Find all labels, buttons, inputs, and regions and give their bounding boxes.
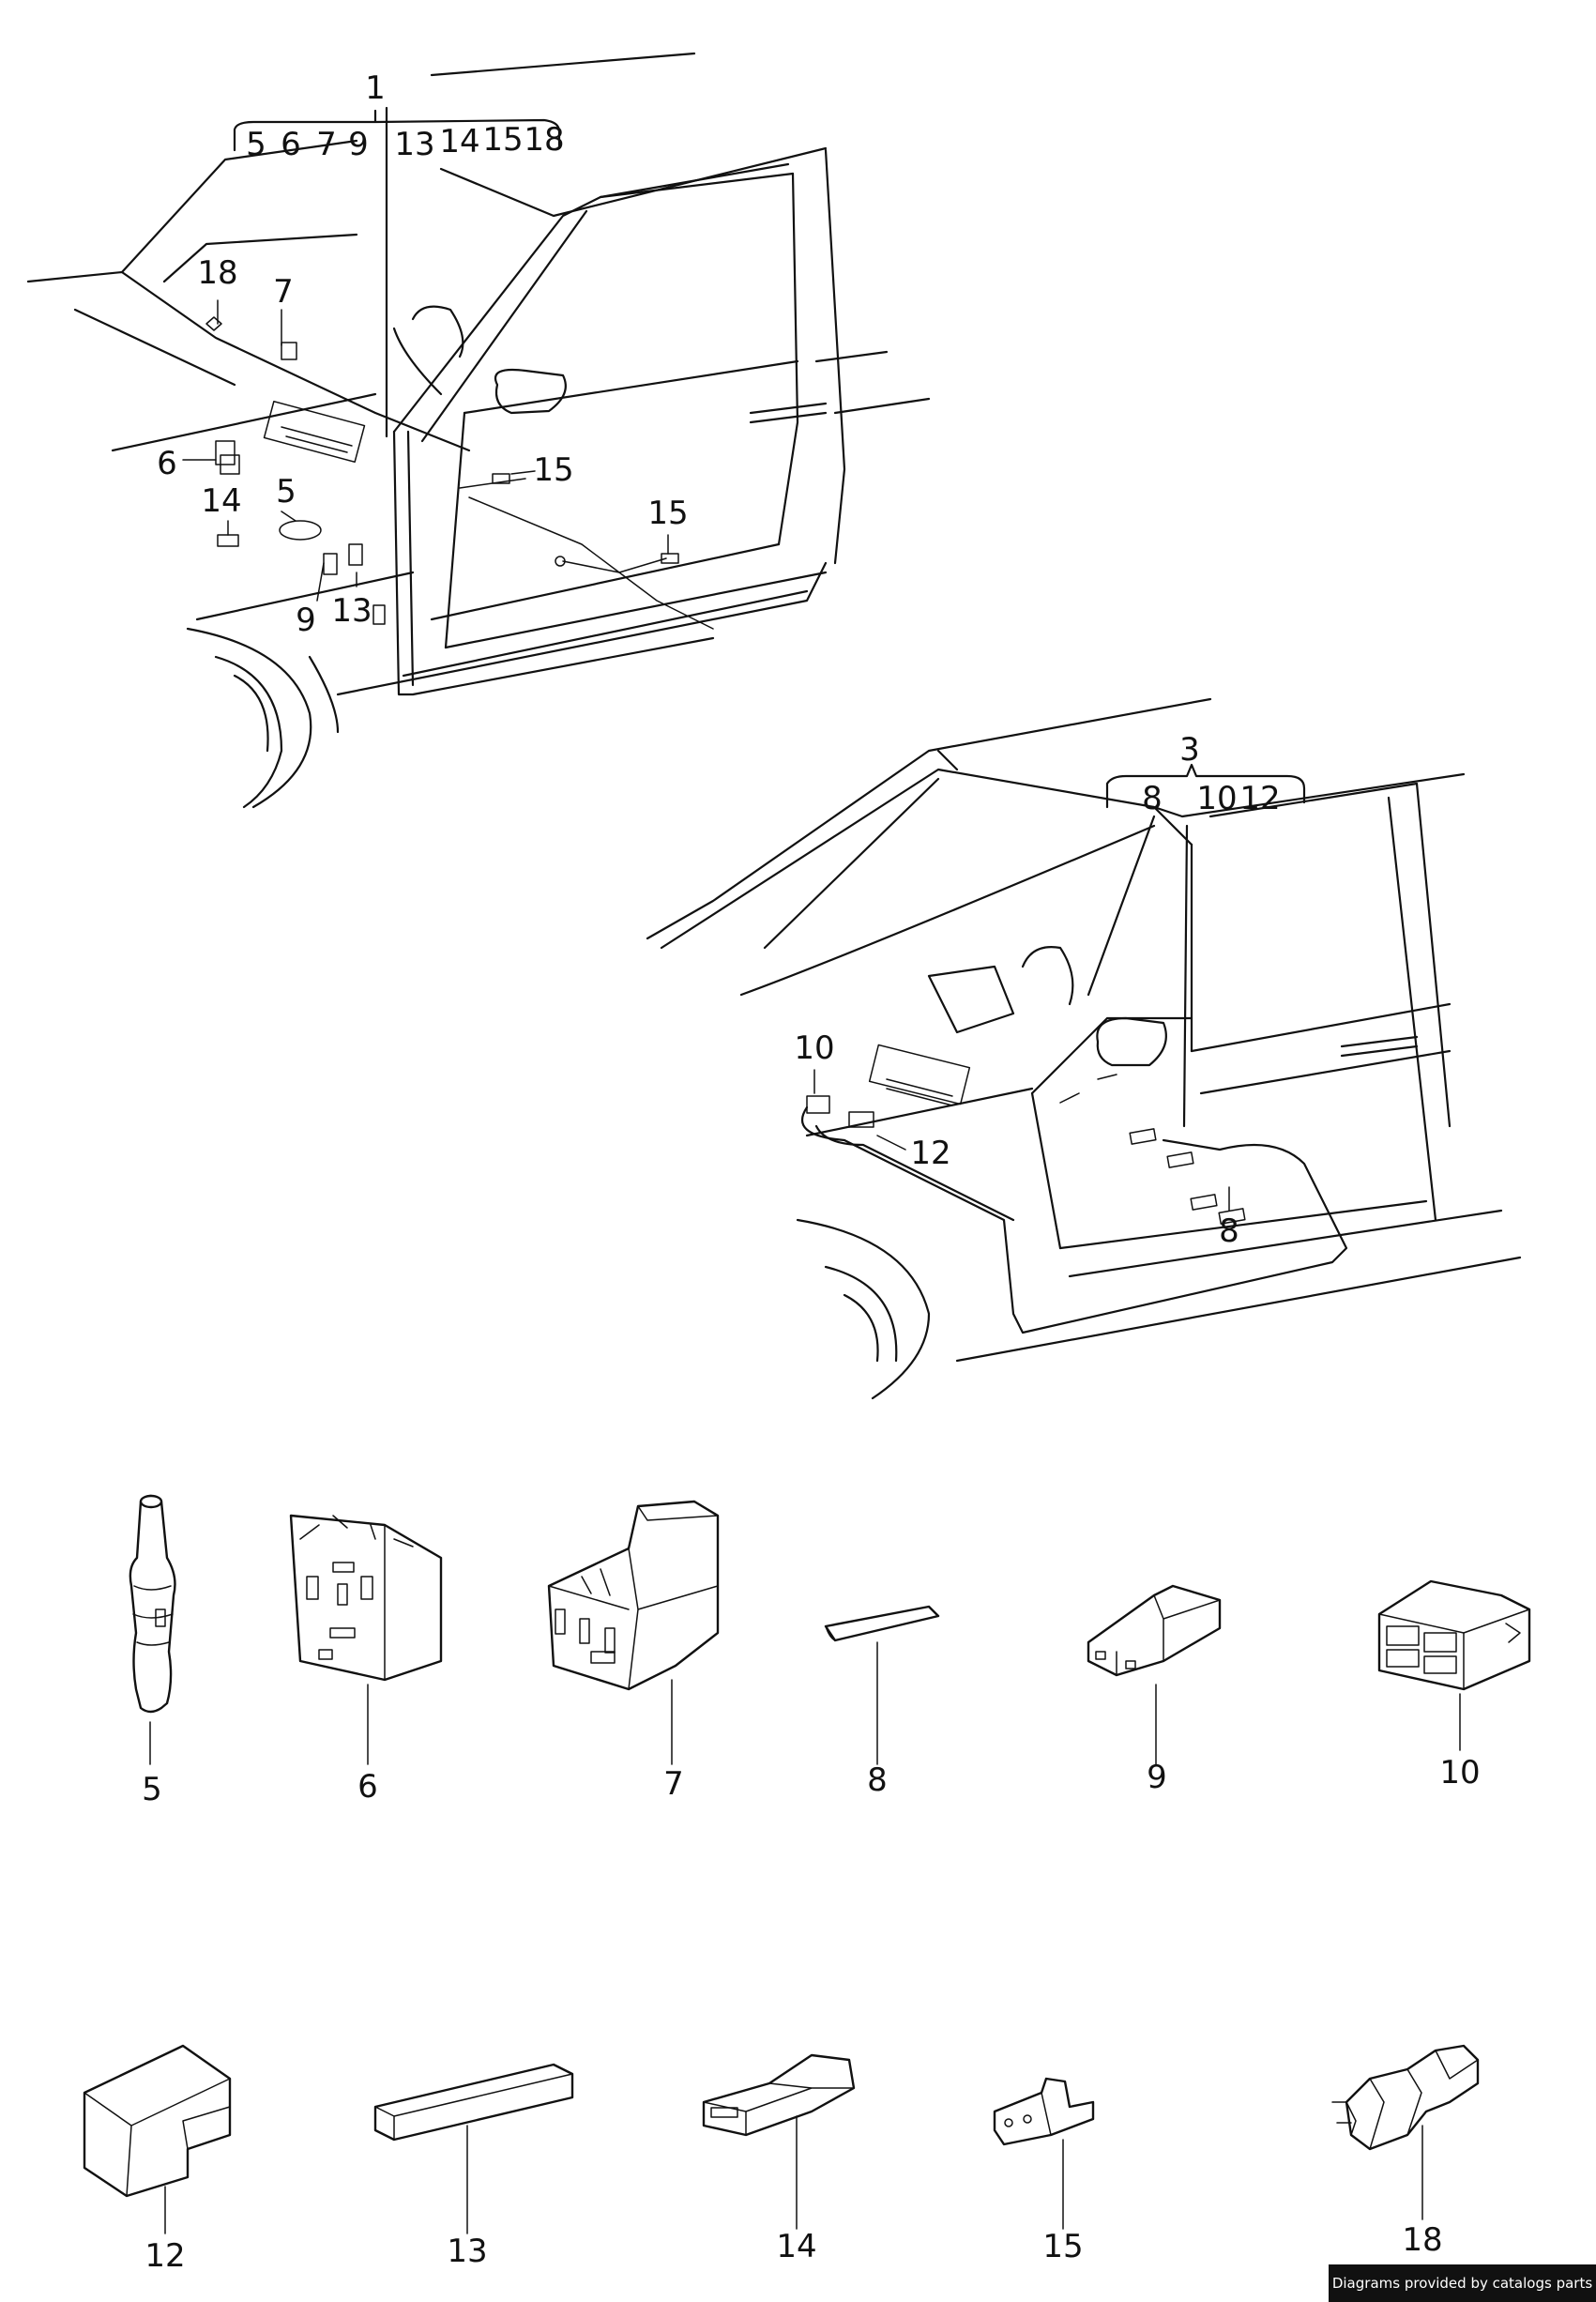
callout-labels: 1 5 6 7 9 13 14 15 18 18 7 6 5 14 9 13 1…: [157, 69, 1280, 1250]
callout-5: 5: [276, 473, 296, 511]
car-view-2: [646, 697, 1522, 1400]
part-label: 8: [867, 1761, 888, 1799]
callout-10: 10: [794, 1029, 834, 1067]
callout-8: 8: [1219, 1212, 1239, 1250]
group-1-item: 18: [524, 121, 564, 159]
part-number-labels: 5 6 7 8 9 10 12 13 14 15 18: [142, 1754, 1480, 2275]
part-5-fuse-holder[interactable]: [129, 1494, 176, 1765]
part-label: 9: [1147, 1759, 1167, 1796]
callout-7: 7: [273, 273, 294, 311]
part-9-two-pin-plug[interactable]: [1087, 1584, 1222, 1765]
group-1-number: 1: [365, 69, 386, 107]
callout-13: 13: [331, 592, 372, 630]
group-1-item: 7: [316, 126, 337, 163]
part-label: 15: [1042, 2228, 1083, 2265]
footer-credit: Diagrams provided by catalogs parts: [1329, 2264, 1596, 2302]
part-10-four-pin-connector[interactable]: [1377, 1579, 1531, 1751]
callout-9: 9: [296, 602, 316, 639]
part-8-terminal-sleeve[interactable]: [824, 1605, 940, 1765]
callout-18: 18: [197, 254, 237, 292]
part-6-relay-socket[interactable]: [289, 1514, 443, 1765]
group-3-item: 10: [1196, 780, 1237, 817]
group-1-item: 13: [394, 126, 434, 163]
part-7-relay-housing[interactable]: [547, 1500, 720, 1765]
group-1-item: 5: [246, 126, 266, 163]
part-label: 10: [1439, 1754, 1480, 1791]
callout-6: 6: [157, 445, 177, 482]
part-14-flat-housing[interactable]: [702, 2053, 856, 2230]
car-view-1: [26, 52, 931, 809]
part-label: 6: [357, 1768, 378, 1806]
callout-14: 14: [201, 482, 241, 520]
group-3-item: 8: [1142, 780, 1163, 817]
part-12-connector-housing[interactable]: [83, 2044, 232, 2234]
part-label: 13: [447, 2233, 487, 2270]
group-1-item: 9: [348, 126, 369, 163]
group-3-item: 12: [1239, 780, 1280, 817]
part-13-long-sleeve[interactable]: [373, 2063, 574, 2234]
part-label: 18: [1402, 2221, 1442, 2259]
callout-15: 15: [647, 495, 688, 532]
group-3-number: 3: [1179, 731, 1200, 769]
group-1-item: 15: [482, 121, 523, 159]
group-1-item: 14: [439, 123, 479, 160]
part-label: 7: [663, 1765, 684, 1803]
part-label: 14: [776, 2228, 816, 2265]
part-18-bulb-socket[interactable]: [1331, 2044, 1480, 2220]
callout-15: 15: [533, 451, 573, 489]
part-label: 12: [144, 2237, 185, 2275]
group-1-item: 6: [281, 126, 301, 163]
part-label: 5: [142, 1771, 162, 1808]
callout-12: 12: [910, 1135, 950, 1172]
part-15-small-plug[interactable]: [993, 2077, 1095, 2230]
